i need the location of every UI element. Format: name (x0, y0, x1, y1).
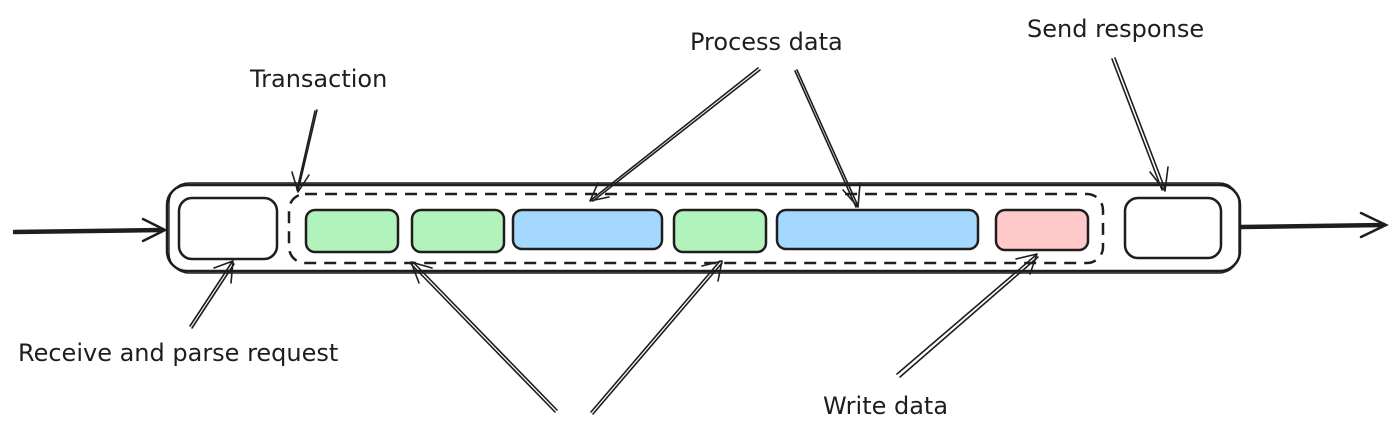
outgoing-arrow (1239, 211, 1389, 239)
transaction-boundary (287, 192, 1105, 265)
read-pointer-arrow-1 (410, 261, 558, 413)
receive-pointer-arrow (189, 260, 235, 329)
process-pointer-arrow-2 (794, 69, 861, 208)
transaction-pointer-arrow (291, 109, 318, 193)
write-block (994, 208, 1090, 252)
send-response-label: Send response (1027, 15, 1204, 43)
receive-parse-label: Receive and parse request (18, 339, 338, 367)
steps-group (177, 196, 1223, 261)
write-data-label: Write data (823, 392, 948, 420)
request-container (165, 182, 1242, 274)
write-pointer-arrow (896, 253, 1039, 378)
read-pointer-arrow-2 (590, 260, 723, 415)
read-block-2 (410, 208, 506, 254)
read-block-3 (672, 208, 768, 254)
transaction-label: Transaction (249, 65, 387, 93)
process-block-1 (511, 208, 664, 251)
process-pointer-arrow-1 (589, 67, 761, 202)
send-pointer-arrow (1111, 57, 1169, 192)
send-block (1123, 196, 1223, 260)
incoming-arrow (12, 217, 168, 243)
receive-block (177, 196, 279, 261)
read-block-1 (304, 208, 400, 254)
process-data-label: Process data (690, 28, 843, 56)
process-block-2 (775, 208, 980, 251)
